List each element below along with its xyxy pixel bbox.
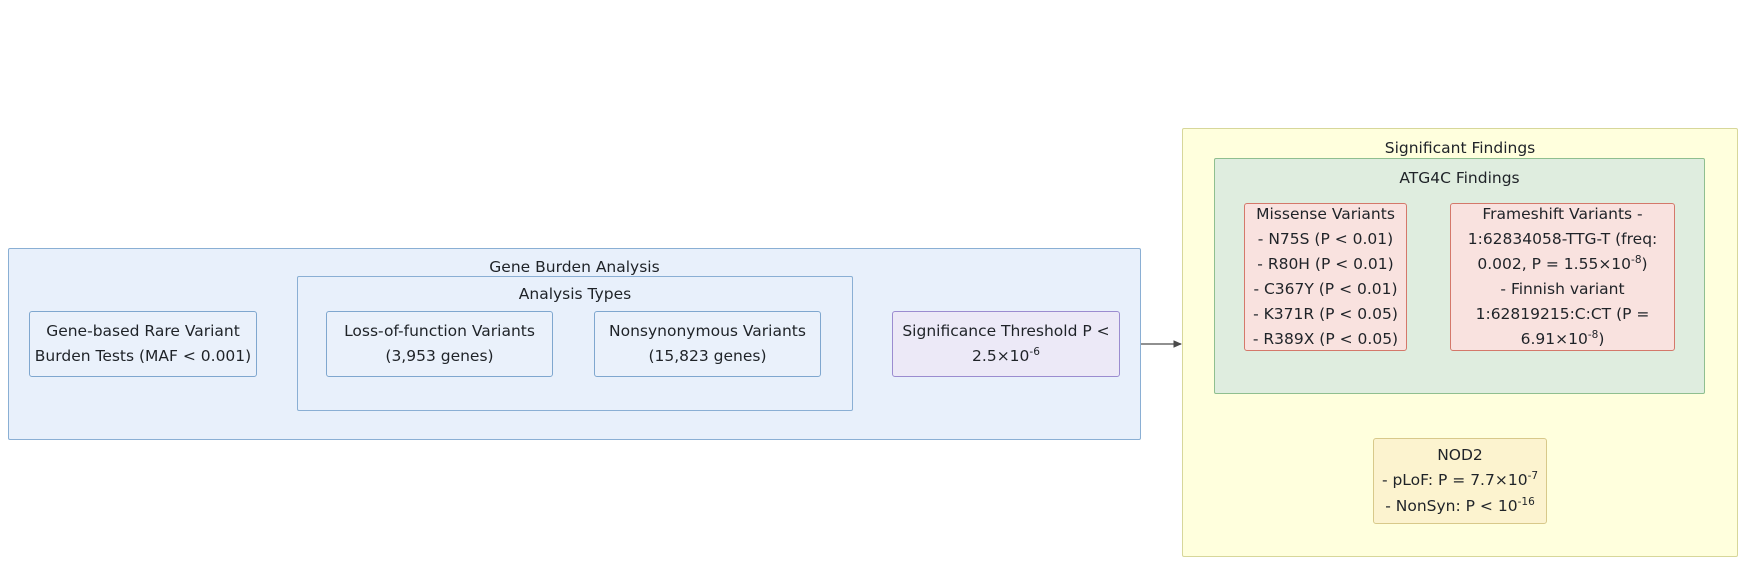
nod2-plof-exponent: -7 xyxy=(1527,470,1539,483)
nod2-plof: - pLoF: P = 7.7×10-7 xyxy=(1382,468,1538,493)
nonsyn-variants-line-2: (15,823 genes) xyxy=(648,347,767,365)
lof-variants-line-1: Loss-of-function Variants xyxy=(344,321,535,340)
significance-threshold-line-1: Significance Threshold P < xyxy=(902,321,1110,340)
burden-tests-line-2: Burden Tests (MAF < 0.001) xyxy=(34,347,252,365)
frameshift-p-value-suffix: ) xyxy=(1641,254,1648,273)
nod2-nonsyn-prefix: - NonSyn: P < 10 xyxy=(1385,496,1518,515)
finnish-p-value-mantissa: 6.91×10 xyxy=(1520,330,1588,349)
analysis-types-title: Analysis Types xyxy=(518,285,632,303)
frameshift-line-5: 1:62819215:C:CT (P = xyxy=(1475,305,1650,324)
missense-variant-item: - K371R (P < 0.05) xyxy=(1253,305,1398,324)
frameshift-p-value-mantissa: 0.002, P = 1.55×10 xyxy=(1477,254,1632,273)
node-frameshift-variants[interactable]: Frameshift Variants - 1:62834058-TTG-T (… xyxy=(1450,203,1675,351)
finnish-p-value-exponent: -8 xyxy=(1587,329,1599,342)
frameshift-p-value-exponent: -8 xyxy=(1631,253,1642,266)
frameshift-line-6: 6.91×10-8) xyxy=(1521,327,1605,352)
nod2-nonsyn-exponent: -16 xyxy=(1517,495,1535,508)
node-missense-variants[interactable]: Missense Variants - N75S (P < 0.01) - R8… xyxy=(1244,203,1407,351)
gene-burden-analysis-title: Gene Burden Analysis xyxy=(489,258,660,276)
significance-threshold-mantissa: 2.5×10 xyxy=(972,347,1030,365)
lof-variants-line-2: (3,953 genes) xyxy=(385,347,494,365)
frameshift-line-3: 0.002, P = 1.55×10-8) xyxy=(1477,252,1647,277)
frameshift-line-2: 1:62834058-TTG-T (freq: xyxy=(1467,229,1658,248)
missense-variant-item: - N75S (P < 0.01) xyxy=(1257,229,1394,248)
nonsyn-variants-line-1: Nonsynonymous Variants xyxy=(609,321,806,340)
finnish-p-value-suffix: ) xyxy=(1598,330,1605,349)
node-gene-based-burden-tests[interactable]: Gene-based Rare Variant Burden Tests (MA… xyxy=(29,311,257,377)
nod2-nonsyn: - NonSyn: P < 10-16 xyxy=(1385,494,1535,519)
significance-threshold-exponent: -6 xyxy=(1029,345,1040,358)
missense-variants-heading: Missense Variants xyxy=(1256,204,1395,223)
atg4c-findings-title: ATG4C Findings xyxy=(1399,169,1520,187)
frameshift-line-4: - Finnish variant xyxy=(1500,280,1625,298)
missense-variant-item: - R80H (P < 0.01) xyxy=(1257,254,1394,273)
burden-tests-line-1: Gene-based Rare Variant xyxy=(46,321,240,340)
significant-findings-title: Significant Findings xyxy=(1384,139,1536,157)
node-nonsynonymous-variants[interactable]: Nonsynonymous Variants (15,823 genes) xyxy=(594,311,821,377)
frameshift-line-1: Frameshift Variants - xyxy=(1482,204,1643,223)
node-nod2[interactable]: NOD2 - pLoF: P = 7.7×10-7 - NonSyn: P < … xyxy=(1373,438,1547,524)
nod2-plof-prefix: - pLoF: P = 7.7×10 xyxy=(1381,471,1528,490)
node-loss-of-function-variants[interactable]: Loss-of-function Variants (3,953 genes) xyxy=(326,311,553,377)
missense-variant-item: - R389X (P < 0.05) xyxy=(1252,330,1399,349)
significance-threshold-value: 2.5×10-6 xyxy=(972,344,1040,369)
node-significance-threshold[interactable]: Significance Threshold P < 2.5×10-6 xyxy=(892,311,1120,377)
nod2-heading: NOD2 xyxy=(1437,446,1483,465)
missense-variant-item: - C367Y (P < 0.01) xyxy=(1253,280,1398,298)
